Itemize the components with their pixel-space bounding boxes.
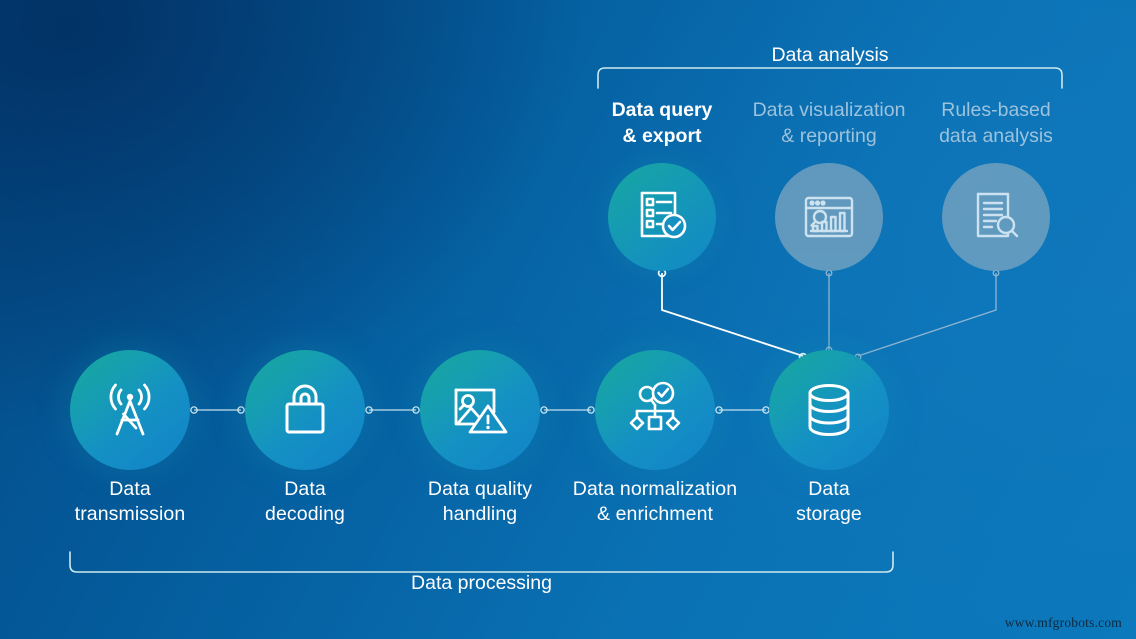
database-icon (796, 377, 862, 443)
image-warning-icon (446, 376, 514, 444)
watermark: www.mfgrobots.com (1004, 615, 1122, 630)
document-search-icon (965, 186, 1027, 248)
analysis-node-rules-based[interactable] (942, 163, 1050, 271)
data-processing-bracket (69, 551, 894, 573)
processing-label-data-storage: Data storage (796, 478, 862, 525)
analysis-label-data-visualization: Data visualization & reporting (752, 99, 906, 147)
antenna-tower-icon (96, 376, 164, 444)
flowchart-check-icon (622, 377, 688, 443)
processing-node-data-decoding[interactable] (245, 350, 365, 470)
data-processing-title: Data processing (411, 572, 552, 594)
wire-node-rules (992, 269, 1000, 277)
processing-node-data-quality[interactable] (420, 350, 540, 470)
wire-storage-to-rules (857, 273, 997, 357)
processing-node-data-normalization[interactable] (595, 350, 715, 470)
analysis-node-data-visualization[interactable] (775, 163, 883, 271)
processing-label-data-decoding: Data decoding (265, 478, 345, 525)
padlock-icon (272, 377, 338, 443)
processing-label-data-transmission: Data transmission (74, 478, 186, 525)
checklist-check-icon (631, 186, 693, 248)
processing-node-data-transmission[interactable] (70, 350, 190, 470)
data-analysis-bracket (597, 67, 1063, 89)
analysis-label-data-query: Data query & export (611, 99, 713, 147)
processing-label-data-normalization: Data normalization & enrichment (572, 478, 738, 525)
data-analysis-title: Data analysis (771, 44, 889, 66)
window-barchart-search-icon (798, 186, 860, 248)
wire-node-visualization (825, 269, 833, 277)
analysis-label-rules-based: Rules-based data analysis (939, 99, 1053, 147)
analysis-node-data-query[interactable] (608, 163, 716, 271)
wire-storage-to-query (661, 273, 804, 357)
processing-node-data-storage[interactable] (769, 350, 889, 470)
processing-label-data-quality: Data quality handling (427, 478, 533, 525)
